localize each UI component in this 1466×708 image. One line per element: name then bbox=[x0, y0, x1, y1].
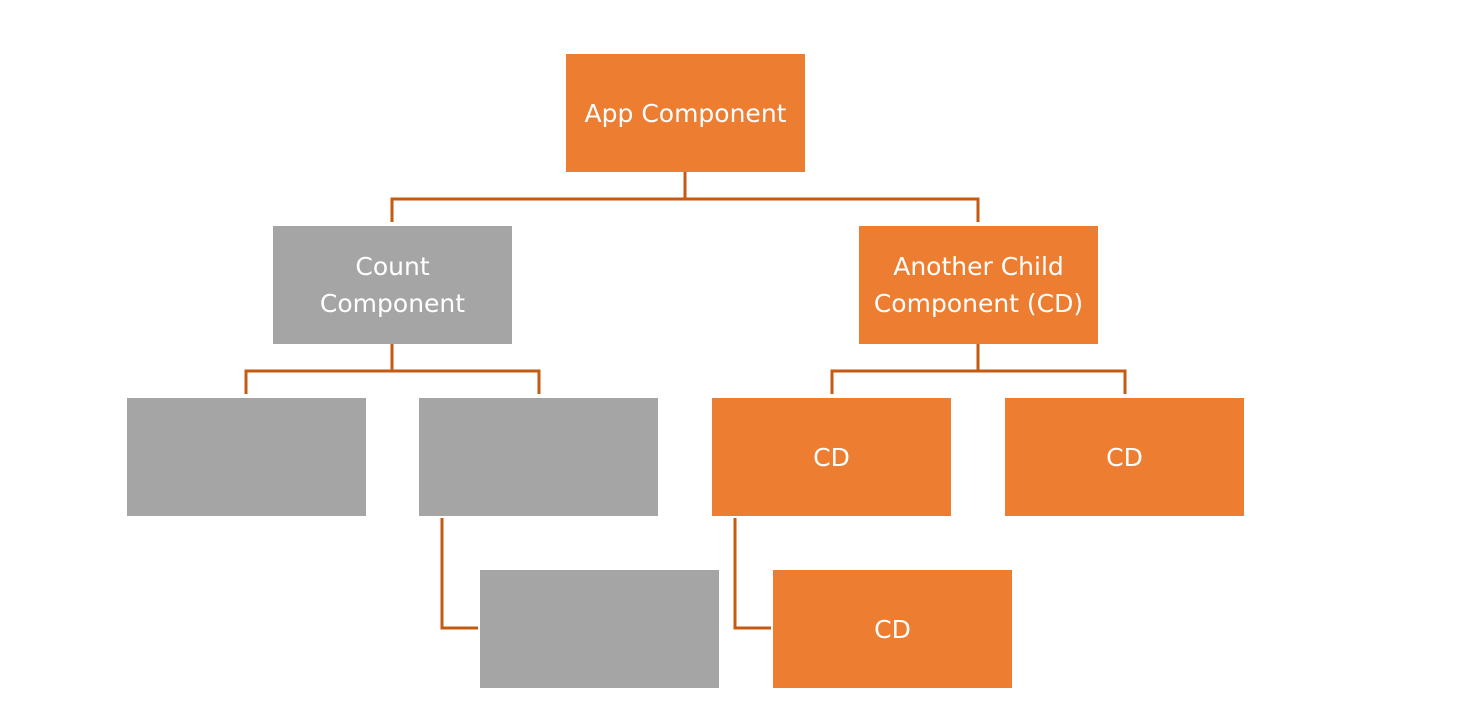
node-cd-1: CD bbox=[712, 398, 951, 516]
connector-app-children bbox=[390, 172, 980, 222]
connector-gray-grandchild bbox=[440, 518, 478, 630]
node-cd-3: CD bbox=[773, 570, 1012, 688]
node-another-child-component: Another Child Component (CD) bbox=[859, 226, 1098, 344]
connector-count-children bbox=[244, 344, 541, 394]
node-count-child-1 bbox=[127, 398, 366, 516]
node-app-component: App Component bbox=[566, 54, 805, 172]
connector-another-children bbox=[830, 344, 1127, 394]
node-count-child-2 bbox=[419, 398, 658, 516]
node-cd-2: CD bbox=[1005, 398, 1244, 516]
node-count-grandchild bbox=[480, 570, 719, 688]
connector-cd-grandchild bbox=[733, 518, 771, 630]
node-count-component: Count Component bbox=[273, 226, 512, 344]
